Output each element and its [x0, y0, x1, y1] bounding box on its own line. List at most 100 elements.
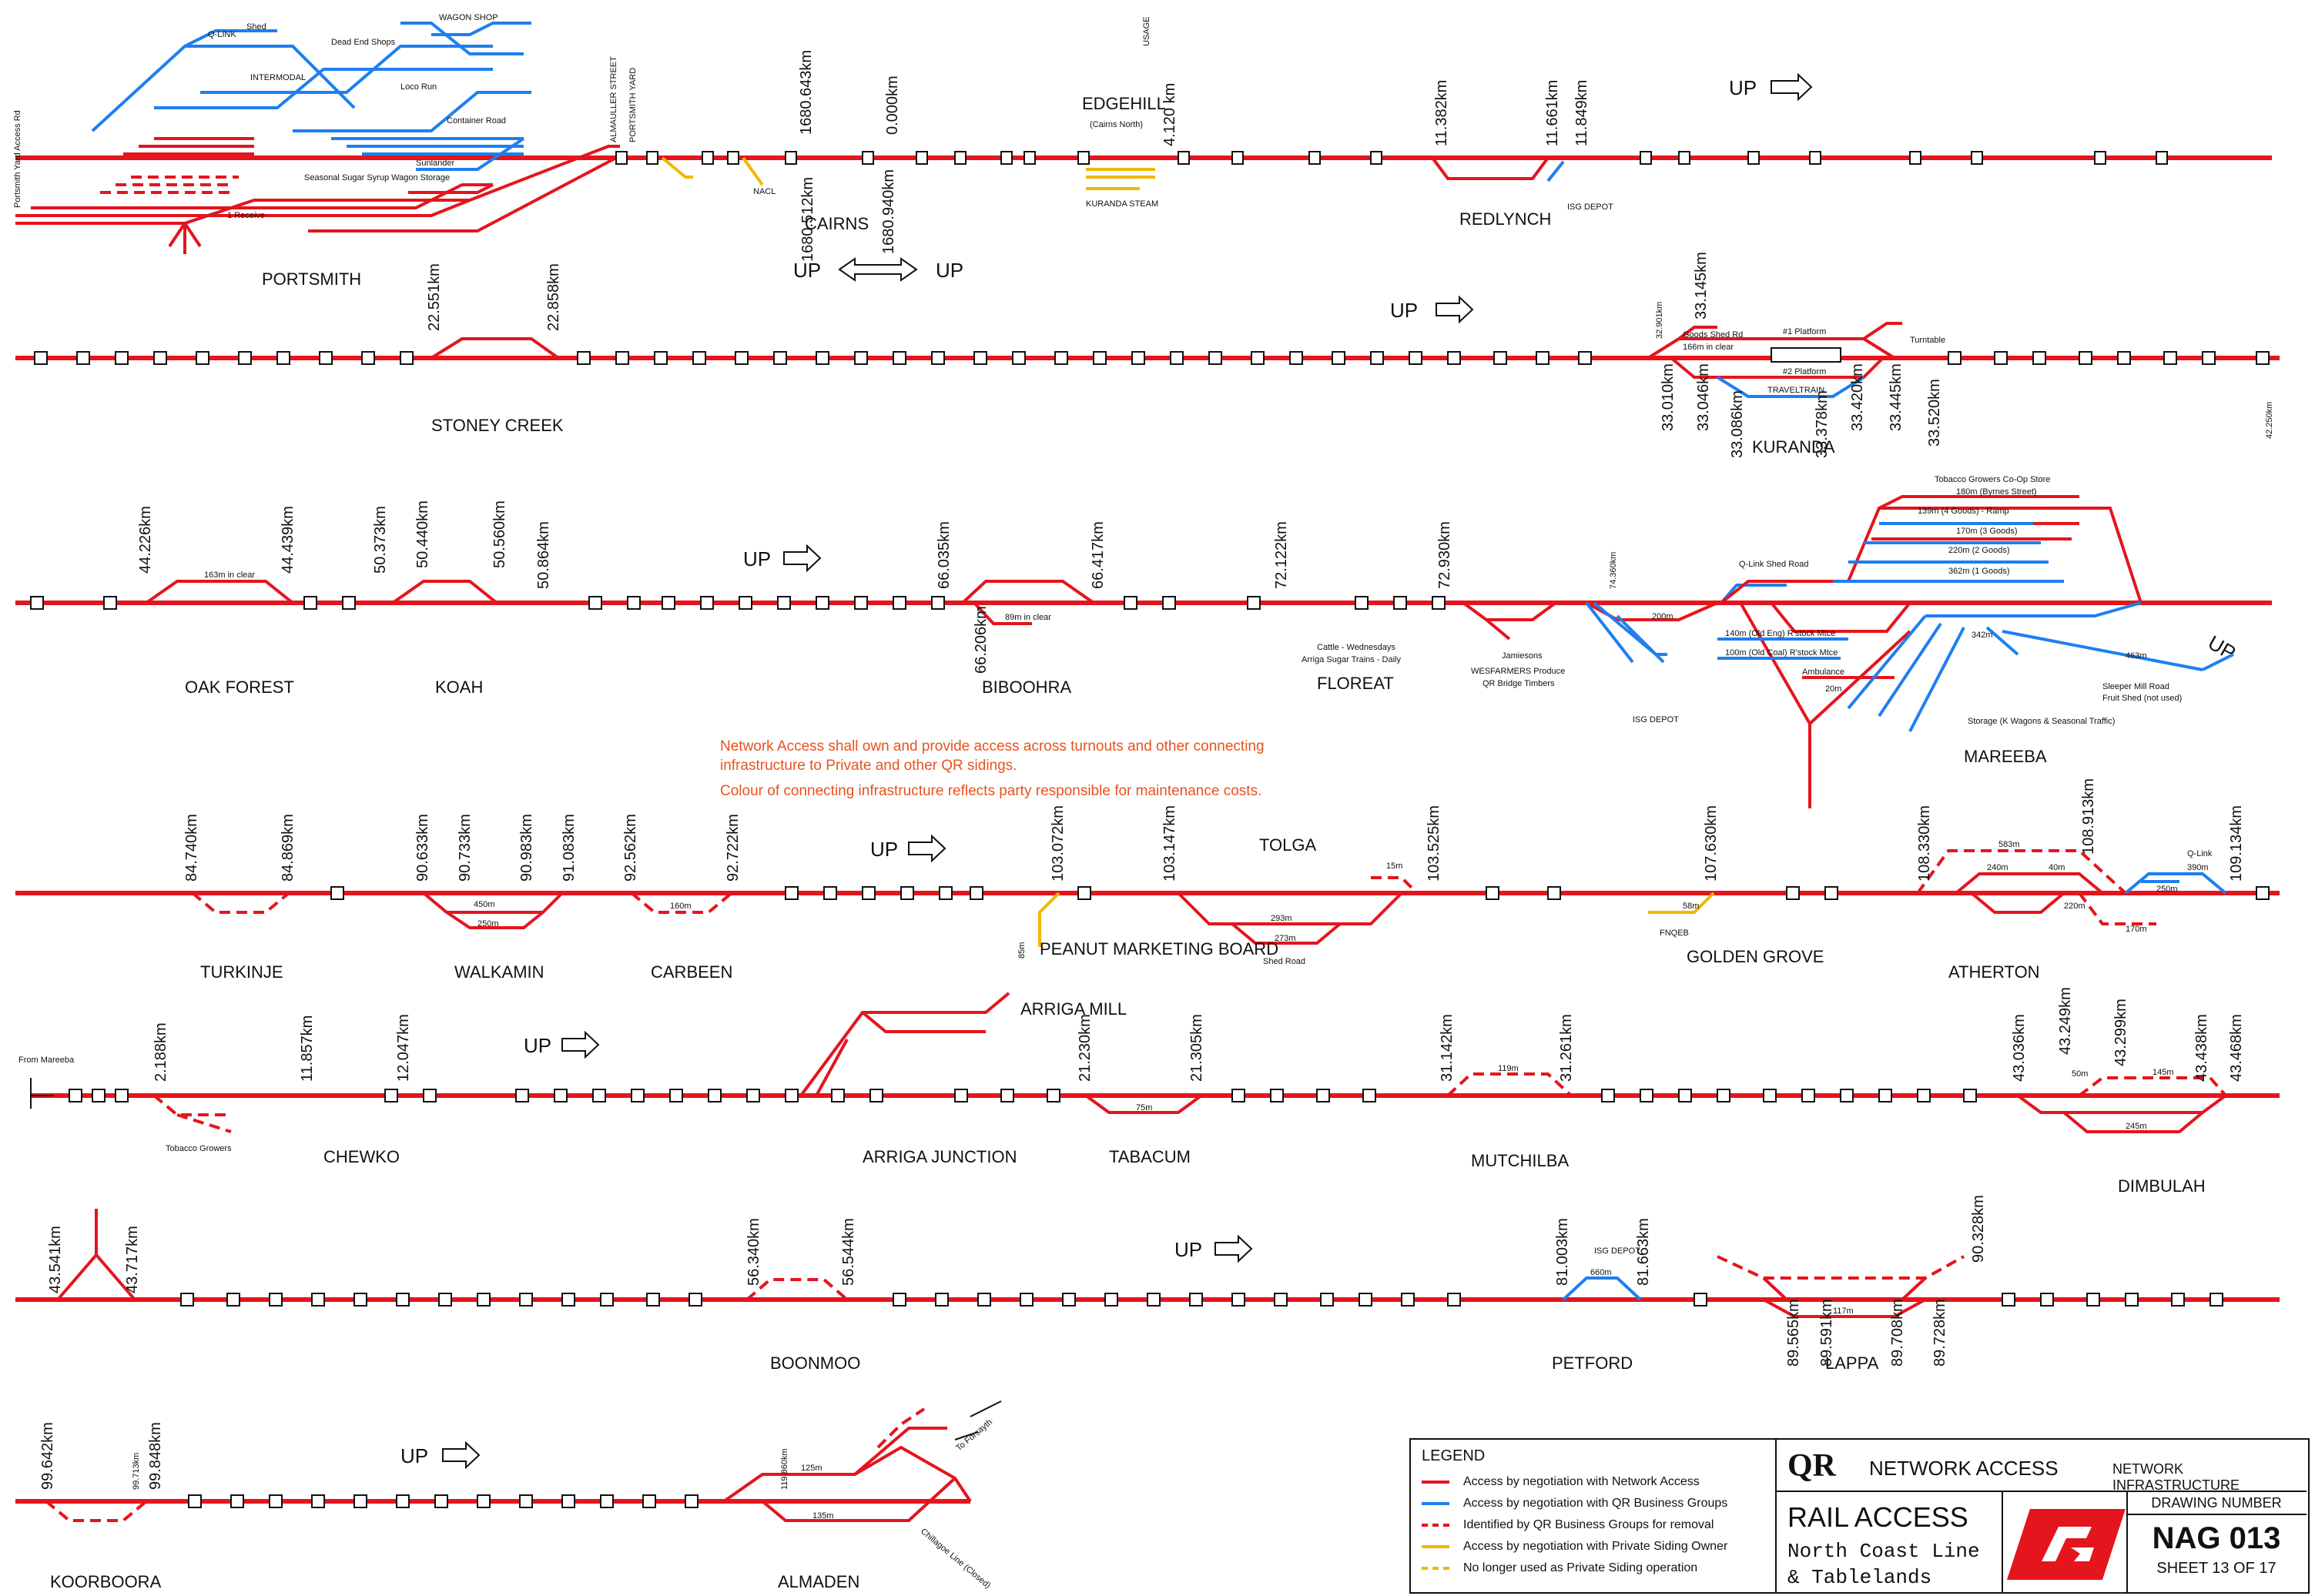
station-almaden: ALMADEN: [778, 1572, 859, 1591]
biboohra-loop: [961, 580, 1095, 604]
station-lappa: LAPPA: [1825, 1353, 1879, 1373]
label-isg-depot: ISG DEPOT: [1633, 715, 1679, 724]
label-wagon-shop: WAGON SHOP: [439, 13, 498, 22]
track-markers: [330, 886, 2270, 900]
legend-swatch: [1422, 1502, 1449, 1505]
tolga-shed-road: [1231, 922, 1342, 945]
km-label: 33.086km: [1729, 390, 1746, 458]
km-label: 33.420km: [1849, 363, 1866, 431]
label-dead-end-shops: Dead End Shops: [331, 38, 396, 47]
legend-label: Access by negotiation with Private Sidin…: [1463, 1540, 1728, 1553]
label-loco-run: Loco Run: [400, 82, 437, 92]
label-450m: 450m: [474, 900, 495, 909]
tabacum-loop: [1084, 1094, 1203, 1114]
tolga-stub: [1371, 876, 1419, 895]
qr-logo-text: QR: [1787, 1448, 1836, 1484]
track-markers: [615, 151, 2168, 165]
km-label: 92.722km: [725, 814, 742, 882]
qr-logo-icon: [2002, 1492, 2128, 1592]
km-label: 84.869km: [280, 814, 296, 882]
goods-shed-road: [1677, 326, 1717, 340]
isg-depot-siding: [1546, 160, 1565, 182]
label-isg-depot: ISG DEPOT: [1567, 202, 1613, 212]
km-label: 33.010km: [1660, 363, 1677, 431]
km-label: 84.740km: [183, 814, 200, 882]
km-label: 33.145km: [1693, 252, 1710, 320]
km-label: 99.713km: [132, 1453, 141, 1490]
label-byrnes-street: 180m (Byrnes Street): [1956, 487, 2037, 497]
label-storage: Storage (K Wagons & Seasonal Traffic): [1968, 717, 2115, 726]
km-label: 0.000km: [884, 75, 901, 135]
km-label: 92.562km: [622, 814, 639, 882]
q-link-road: [2124, 872, 2227, 895]
label-sunlander: Sunlander: [416, 159, 454, 168]
platform-1: [1771, 347, 1841, 363]
km-label: 4.120 km: [1161, 83, 1178, 146]
loco-run: [293, 91, 531, 132]
legend-label: Access by negotiation with Network Acces…: [1463, 1475, 1700, 1488]
goods-roads-qr: [1833, 522, 2064, 583]
label-125m: 125m: [801, 1464, 822, 1473]
note-line-1: Network Access shall own and provide acc…: [720, 738, 1265, 755]
label-583m: 583m: [1998, 840, 2020, 849]
label-sleeper-mill: Sleeper Mill Road: [2102, 682, 2169, 691]
legend-label: Identified by QR Business Groups for rem…: [1463, 1518, 1714, 1531]
km-label: 21.230km: [1077, 1014, 1094, 1082]
row-4: TURKINJE WALKAMIN CARBEEN PEANUT MARKETI…: [15, 778, 2280, 982]
km-label: 43.299km: [2112, 999, 2129, 1066]
station-tolga: TOLGA: [1259, 835, 1317, 855]
label-platform-2: #2 Platform: [1783, 367, 1826, 376]
km-label: 56.340km: [745, 1218, 762, 1286]
dimbulah-loop: [2016, 1094, 2227, 1114]
station-koorboora: KOORBOORA: [50, 1572, 162, 1591]
km-label: 33.378km: [1814, 390, 1831, 458]
atherton-siding-removal: [2078, 892, 2156, 925]
label-200m: 200m: [1652, 612, 1673, 621]
km-label: 50.560km: [491, 500, 508, 568]
station-golden-grove: GOLDEN GROVE: [1687, 947, 1824, 966]
lappa-removal: [1717, 1255, 1965, 1280]
km-label: 81.003km: [1554, 1218, 1571, 1286]
km-label: 42.250km: [2265, 402, 2274, 439]
mareeba-qr-sidings: [1717, 601, 2234, 732]
km-label: 107.630km: [1703, 805, 1720, 882]
label-1-receive: 1 Receive: [227, 211, 265, 220]
km-label: 103.072km: [1050, 805, 1067, 882]
km-label: 32.901km: [1655, 302, 1664, 339]
up-arrow-icon: [1214, 1234, 1253, 1263]
km-label: 66.206km: [973, 606, 990, 674]
km-label: 50.440km: [414, 500, 431, 568]
mutchilba-loop: [1446, 1072, 1573, 1097]
label-q-link: Q-LINK: [208, 30, 236, 39]
boonmoo-loop: [745, 1278, 849, 1301]
legend-swatch: [1422, 1481, 1449, 1484]
yard-road: [15, 199, 471, 217]
label-seasonal-storage: Seasonal Sugar Syrup Wagon Storage: [304, 173, 450, 182]
legend-label: No longer used as Private Siding operati…: [1463, 1561, 1698, 1574]
km-label: 89.708km: [1889, 1299, 1906, 1367]
label-40m: 40m: [2049, 863, 2065, 872]
label-goods-shed: Goods Shed Rd: [1683, 330, 1743, 340]
up-direction-label: UP: [524, 1034, 551, 1057]
legend-item: Access by negotiation with Private Sidin…: [1422, 1538, 1727, 1555]
container-road: [200, 45, 493, 94]
km-label: 43.438km: [2193, 1014, 2210, 1082]
branch-end-marker: [954, 1400, 1002, 1440]
legend: LEGEND Access by negotiation with Networ…: [1411, 1440, 1777, 1592]
drawing-number: NAG 013: [2152, 1521, 2281, 1555]
station-arriga-mill: ARRIGA MILL: [1020, 999, 1127, 1019]
from-mareeba-marker: [30, 1078, 54, 1109]
drawing-number-box: DRAWING NUMBER NAG 013 SHEET 13 OF 17: [2126, 1492, 2307, 1592]
label-250m-b: 250m: [2156, 885, 2178, 894]
label-wesfarmers: WESFARMERS Produce: [1471, 667, 1565, 676]
rail-access-heading: RAIL ACCESS: [1787, 1501, 1968, 1533]
km-label: 90.733km: [457, 814, 474, 882]
mareeba-goods-loop: [1720, 507, 2142, 604]
row-5: CHEWKO ARRIGA MILL ARRIGA JUNCTION TABAC…: [18, 987, 2280, 1196]
yard-road: [31, 183, 493, 209]
km-label: 81.663km: [1635, 1218, 1652, 1286]
label-platform-1: #1 Platform: [1783, 327, 1826, 336]
label-163m: 163m in clear: [204, 570, 255, 580]
up-arrow-icon: [442, 1440, 481, 1470]
km-label: 22.858km: [545, 263, 562, 331]
